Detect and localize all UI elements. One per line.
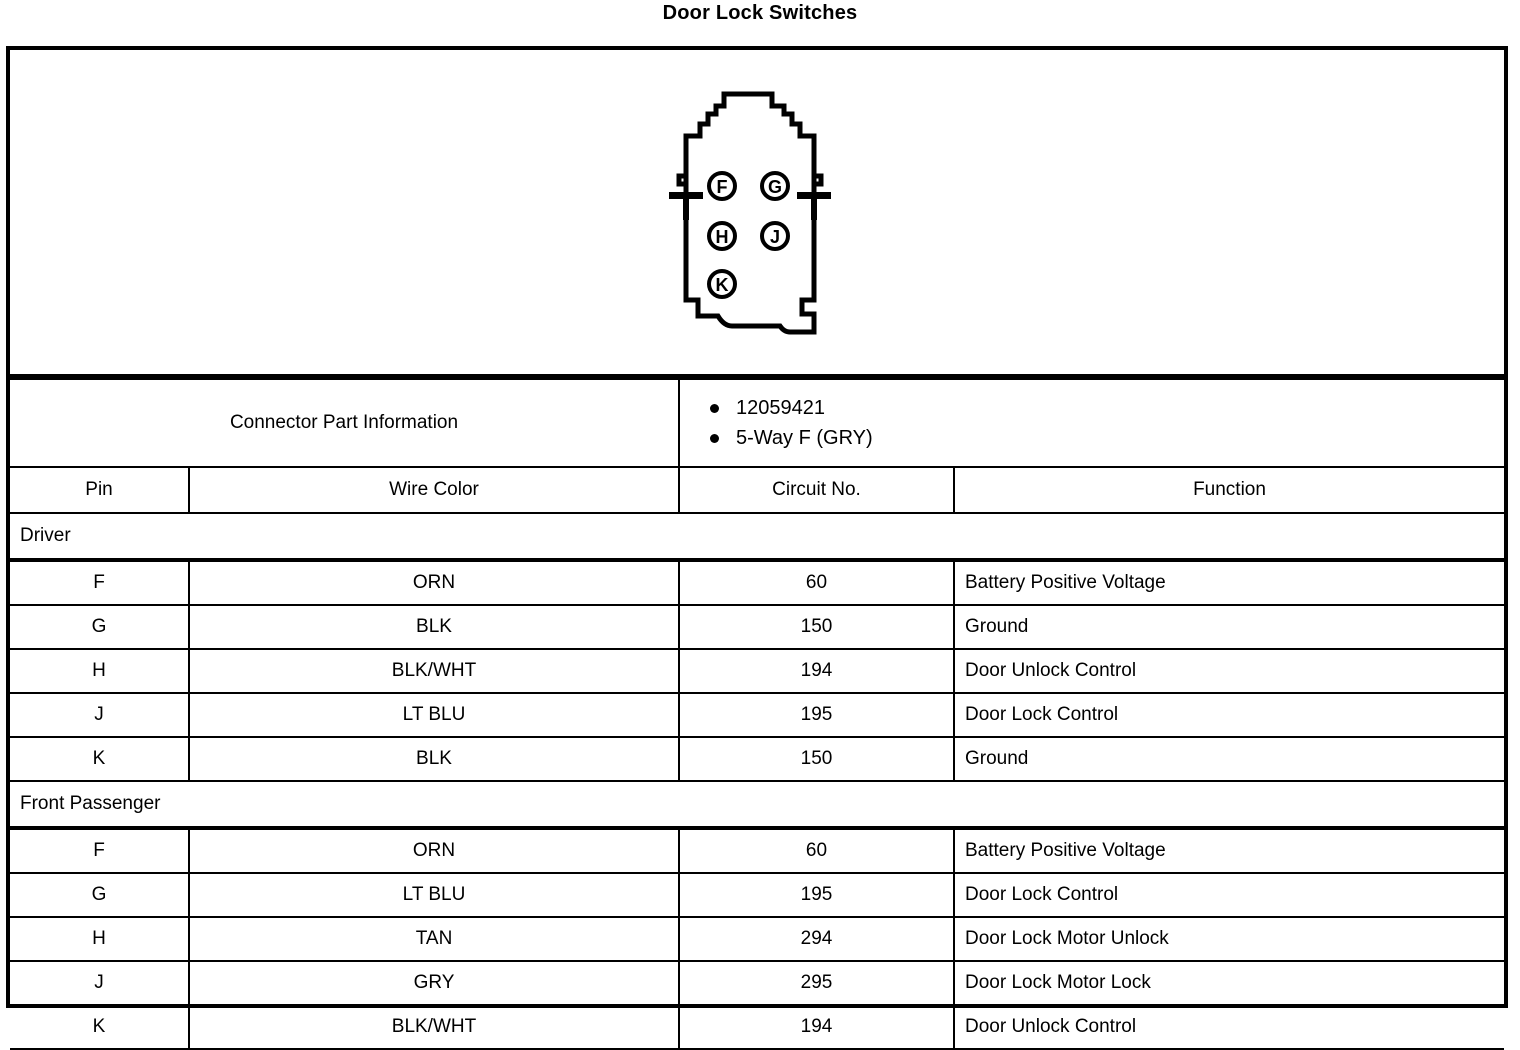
right-latch-stem-icon [811, 192, 817, 220]
cell-function: Door Lock Motor Unlock [952, 916, 1505, 962]
table-row: K BLK 150 Ground [10, 736, 1505, 782]
group-header-driver: Driver [10, 512, 1505, 562]
right-latch-notch-icon [814, 173, 824, 187]
connector-body-outline [683, 91, 817, 335]
cell-pin: F [10, 559, 190, 606]
cell-wire-color: BLK/WHT [188, 648, 680, 694]
group-label: Driver [10, 512, 1505, 562]
cell-circuit-no: 195 [678, 872, 955, 918]
connector-part-list: 12059421 5-Way F (GRY) [702, 393, 1504, 453]
cell-function: Door Unlock Control [952, 648, 1505, 694]
pin-cavity-group [707, 171, 790, 299]
cell-function: Battery Positive Voltage [952, 559, 1505, 606]
table-row: F ORN 60 Battery Positive Voltage [10, 559, 1505, 606]
left-latch-stem-icon [683, 192, 689, 220]
column-header-circuit-no: Circuit No. [678, 466, 955, 514]
cell-pin: K [10, 736, 190, 782]
cell-circuit-no: 60 [678, 559, 955, 606]
connector-part-information-row: Connector Part Information 12059421 5-Wa… [10, 378, 1505, 468]
connector-part-information-values: 12059421 5-Way F (GRY) [677, 378, 1505, 468]
cell-wire-color: ORN [188, 559, 680, 606]
cell-circuit-no: 60 [678, 827, 955, 874]
pin-label-k: K [716, 275, 729, 295]
cell-function: Door Lock Control [952, 872, 1505, 918]
cell-circuit-no: 195 [678, 692, 955, 738]
table-body: Connector Part Information 12059421 5-Wa… [10, 378, 1505, 1050]
cell-wire-color: BLK [188, 604, 680, 650]
cell-function: Ground [952, 736, 1505, 782]
cell-pin: H [10, 916, 190, 962]
pin-label-h: H [716, 227, 729, 247]
table-row: J LT BLU 195 Door Lock Control [10, 692, 1505, 738]
cell-circuit-no: 150 [678, 736, 955, 782]
cell-wire-color: LT BLU [188, 692, 680, 738]
cell-pin: F [10, 827, 190, 874]
connector-part-number: 12059421 [702, 393, 1504, 423]
cell-circuit-no: 150 [678, 604, 955, 650]
table-row: J GRY 295 Door Lock Motor Lock [10, 960, 1505, 1006]
cell-wire-color: TAN [188, 916, 680, 962]
column-header-pin: Pin [10, 466, 190, 514]
cell-pin: H [10, 648, 190, 694]
cell-pin: G [10, 872, 190, 918]
connector-face-diagram: F G H J K [662, 88, 852, 338]
table-row: F ORN 60 Battery Positive Voltage [10, 827, 1505, 874]
pin-circle-k [707, 269, 737, 299]
page-title: Door Lock Switches [662, 2, 858, 24]
cell-circuit-no: 295 [678, 960, 955, 1006]
table-row: H TAN 294 Door Lock Motor Unlock [10, 916, 1505, 962]
cell-pin: J [10, 692, 190, 738]
connector-diagram-pane: F G H J K [10, 50, 1504, 378]
cell-wire-color: LT BLU [188, 872, 680, 918]
cell-pin: J [10, 960, 190, 1006]
connector-way-and-color: 5-Way F (GRY) [702, 423, 1504, 453]
cell-pin: G [10, 604, 190, 650]
table-row: G LT BLU 195 Door Lock Control [10, 872, 1505, 918]
column-header-wire-color: Wire Color [188, 466, 680, 514]
table-row: H BLK/WHT 194 Door Unlock Control [10, 648, 1505, 694]
group-label: Front Passenger [10, 780, 1505, 830]
column-header-function: Function [952, 466, 1505, 514]
cell-wire-color: GRY [188, 960, 680, 1006]
table-row: G BLK 150 Ground [10, 604, 1505, 650]
cell-function: Ground [952, 604, 1505, 650]
cell-circuit-no: 194 [678, 648, 955, 694]
cell-circuit-no: 294 [678, 916, 955, 962]
pin-circle-f [707, 171, 737, 201]
cell-function: Battery Positive Voltage [952, 827, 1505, 874]
content-frame: F G H J K Connector Part Information [6, 46, 1508, 1050]
connector-part-information-label: Connector Part Information [10, 378, 680, 468]
pin-circle-h [707, 221, 737, 251]
pin-label-f: F [717, 177, 728, 197]
pin-label-g: G [768, 177, 782, 197]
pin-label-j: J [770, 227, 780, 247]
cell-function: Door Lock Motor Lock [952, 960, 1505, 1006]
left-latch-notch-icon [676, 173, 686, 187]
connector-pinout-table: Connector Part Information 12059421 5-Wa… [10, 378, 1505, 1050]
pin-circle-g [760, 171, 790, 201]
group-header-front-passenger: Front Passenger [10, 780, 1505, 830]
cell-wire-color: BLK [188, 736, 680, 782]
pin-circle-j [760, 221, 790, 251]
service-manual-page: Door Lock Switches [6, 2, 1508, 1050]
cell-wire-color: ORN [188, 827, 680, 874]
table-header-row: Pin Wire Color Circuit No. Function [10, 466, 1505, 514]
cell-function: Door Lock Control [952, 692, 1505, 738]
